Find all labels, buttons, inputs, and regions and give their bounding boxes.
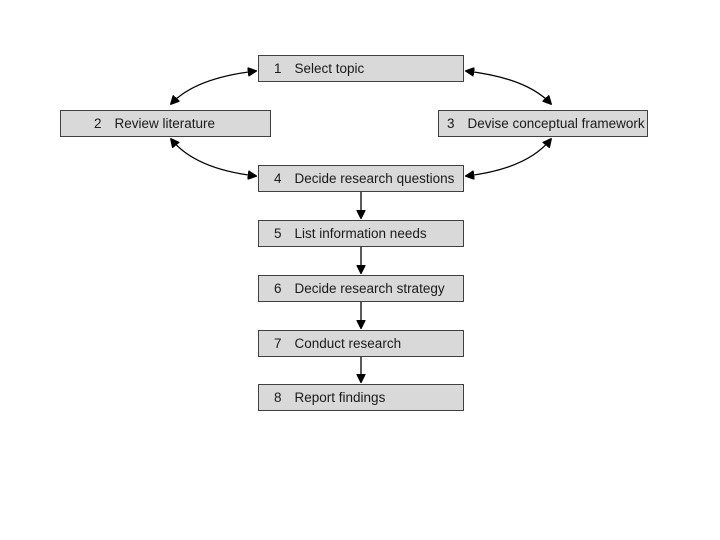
- step-number: 4: [274, 171, 282, 186]
- step-label: Report findings: [294, 390, 386, 405]
- step-2-review-literature: 2 Review literature: [60, 110, 271, 137]
- step-5-list-information-needs: 5 List information needs: [258, 220, 464, 247]
- step-4-decide-research-questions: 4 Decide research questions: [258, 165, 464, 192]
- arrow-2-to-4: [171, 139, 256, 176]
- step-number: 3: [447, 116, 455, 131]
- step-number: 2: [94, 116, 102, 131]
- step-7-conduct-research: 7 Conduct research: [258, 330, 464, 357]
- step-number: 8: [274, 390, 282, 405]
- step-1-select-topic: 1 Select topic: [258, 55, 464, 82]
- step-8-report-findings: 8 Report findings: [258, 384, 464, 411]
- step-label: Conduct research: [294, 336, 402, 351]
- arrow-1-to-2: [171, 71, 256, 104]
- step-3-devise-conceptual-framework: 3 Devise conceptual framework: [438, 110, 648, 137]
- arrow-3-to-4: [466, 139, 551, 176]
- step-label: Devise conceptual framework: [467, 116, 645, 131]
- step-6-decide-research-strategy: 6 Decide research strategy: [258, 275, 464, 302]
- arrow-1-to-3: [466, 71, 551, 104]
- step-label: Decide research strategy: [294, 281, 445, 296]
- step-label: Select topic: [294, 61, 365, 76]
- step-label: List information needs: [294, 226, 427, 241]
- step-number: 7: [274, 336, 282, 351]
- step-label: Decide research questions: [294, 171, 455, 186]
- step-label: Review literature: [114, 116, 216, 131]
- step-number: 5: [274, 226, 282, 241]
- step-number: 6: [274, 281, 282, 296]
- step-number: 1: [274, 61, 282, 76]
